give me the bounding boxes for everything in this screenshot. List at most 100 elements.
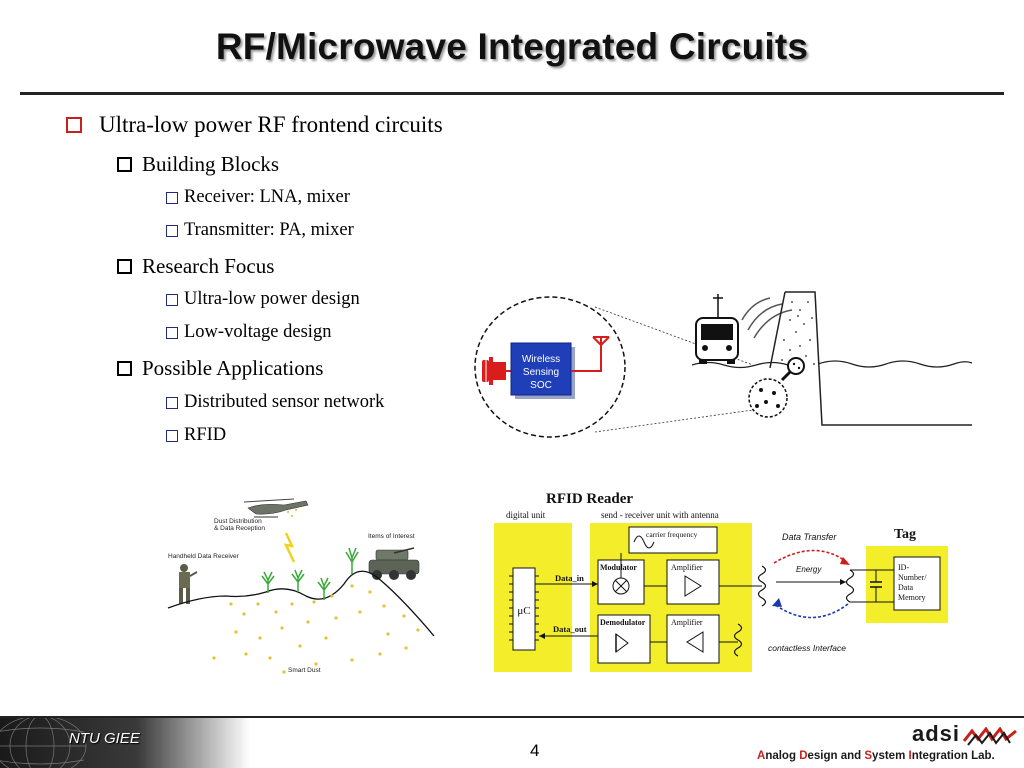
bullet-square-icon	[166, 429, 178, 442]
plants-icon	[261, 547, 359, 600]
amplifier-label-tx: Amplifier	[671, 563, 703, 572]
reader-coil-icon	[757, 565, 767, 607]
bullet-text: Research Focus	[142, 254, 275, 278]
modulator-label: Modulator	[600, 563, 637, 572]
dust-distribution-label-2: & Data Reception	[214, 525, 265, 532]
smart-dust-label: Smart Dust	[288, 667, 321, 674]
bullet-l3-rfid: RFID	[166, 425, 226, 446]
data-transfer-label: Data Transfer	[782, 532, 837, 542]
rfid-title: RFID Reader	[546, 491, 633, 507]
items-of-interest-label: Items of Interest	[368, 533, 415, 540]
footer-globe-band	[0, 718, 250, 768]
bullet-text: Transmitter: PA, mixer	[184, 220, 354, 240]
dam-icon	[769, 291, 972, 426]
energy-arrow-icon	[773, 549, 849, 564]
bullet-text: Ultra-low power RF frontend circuits	[99, 112, 443, 137]
smart-dust-deployment-figure: Dust Distribution & Data Reception Items…	[167, 498, 435, 674]
diode-icon	[615, 633, 629, 653]
bullet-text: Ultra-low power design	[184, 289, 360, 309]
lab-text-1: nalog	[765, 750, 800, 762]
bullet-l2-building-blocks: Building Blocks	[117, 152, 279, 177]
footer-divider	[0, 716, 1024, 718]
bullet-text: Building Blocks	[142, 152, 280, 176]
lab-initial-a: A	[757, 750, 766, 762]
zoom-line	[594, 409, 754, 433]
falling-dust-icon	[287, 509, 297, 517]
send-receive-label: send - receiver unit with antenna	[601, 510, 719, 520]
soldier-icon	[179, 564, 198, 604]
tag-title: Tag	[894, 527, 916, 542]
digital-unit-label: digital unit	[506, 510, 546, 520]
terrain-line	[167, 570, 435, 637]
bullet-square-icon	[166, 224, 178, 237]
footer-org-label: NTU GIEE	[69, 730, 140, 747]
carrier-frequency-box	[628, 526, 718, 554]
soc-label-line3: SOC	[530, 380, 552, 391]
bullet-square-icon	[117, 259, 132, 274]
antenna-icon	[592, 336, 610, 346]
adsi-logo-mark-icon	[962, 727, 1017, 746]
dust-distribution-label-1: Dust Distribution	[214, 518, 262, 525]
lab-name: Analog Design and System Integration Lab…	[757, 750, 995, 762]
soc-label-line2: Sensing	[523, 367, 559, 378]
bullet-l3-low-voltage: Low-voltage design	[166, 322, 331, 343]
bullet-square-icon	[117, 361, 132, 376]
adsi-logo-text: adsi	[912, 721, 961, 746]
antenna-wire	[571, 345, 602, 372]
helicopter-icon	[243, 498, 309, 518]
bullet-l2-research-focus: Research Focus	[117, 254, 274, 279]
uc-label: μC	[517, 605, 530, 617]
tag-memory-label-1: ID-	[898, 563, 909, 572]
slide-title: RF/Microwave Integrated Circuits	[215, 26, 809, 67]
energy-label: Energy	[796, 565, 822, 574]
data-in-label: Data_in	[555, 573, 584, 583]
bullet-text: Receiver: LNA, mixer	[184, 187, 350, 207]
lab-initial-i: I	[908, 750, 912, 762]
bullet-l3-distributed: Distributed sensor network	[166, 392, 384, 413]
handheld-receiver-label: Handheld Data Receiver	[168, 553, 240, 560]
bullet-square-icon	[166, 396, 178, 409]
demodulator-box	[597, 614, 651, 664]
bullet-square-icon	[166, 293, 178, 306]
bullet-square-icon	[66, 117, 82, 133]
amplifier-box-rx	[666, 614, 720, 664]
rfid-reader-figure: RFID Reader digital unit send - receiver…	[486, 486, 1014, 676]
bullet-text: Distributed sensor network	[184, 392, 385, 412]
bullet-l3-transmitter: Transmitter: PA, mixer	[166, 220, 354, 241]
sensor-dust-cluster-icon	[748, 378, 788, 418]
data-out-label: Data_out	[553, 624, 587, 634]
soc-label-line1: Wireless	[522, 354, 560, 365]
bullet-square-icon	[166, 326, 178, 339]
bullet-l1-ultra-low-power: Ultra-low power RF frontend circuits	[66, 112, 443, 138]
wireless-sensing-soc-figure: Wireless Sensing SOC	[474, 291, 973, 438]
zoom-circle	[474, 296, 626, 438]
carrier-label: carrier frequency	[646, 530, 698, 539]
capacitor-icon	[870, 570, 882, 602]
tag-coil-icon	[845, 569, 855, 603]
tag-memory-label-2: Number/	[898, 573, 927, 582]
lab-text-2: esign and	[807, 750, 865, 762]
reader-coil-rx-icon	[733, 623, 743, 657]
data-arrow-icon	[773, 603, 849, 619]
globe-grid-icon	[0, 718, 87, 768]
tag-memory-label-4: Memory	[898, 593, 926, 602]
bullet-square-icon	[166, 191, 178, 204]
smart-dust-particles-icon	[212, 584, 420, 674]
bullet-square-icon	[117, 157, 132, 172]
water-line-icon	[817, 360, 973, 368]
bullet-text: Possible Applications	[142, 356, 324, 380]
bullet-l3-ultra-low-power: Ultra-low power design	[166, 289, 360, 310]
lab-text-3: ystem	[872, 750, 909, 762]
amplifier-label-rx: Amplifier	[671, 618, 703, 627]
title-divider	[20, 92, 1004, 95]
bullet-text: Low-voltage design	[184, 322, 332, 342]
contactless-label: contactless Interface	[768, 643, 846, 653]
bus-icon	[695, 294, 739, 364]
sine-wave-icon	[633, 535, 655, 549]
lightning-icon	[283, 532, 296, 563]
bullet-l3-receiver: Receiver: LNA, mixer	[166, 187, 350, 208]
soc-block	[510, 342, 572, 396]
bullet-l2-possible-applications: Possible Applications	[117, 356, 323, 381]
lab-initial-s: S	[864, 750, 873, 762]
amplifier-triangle-icon	[686, 631, 704, 653]
